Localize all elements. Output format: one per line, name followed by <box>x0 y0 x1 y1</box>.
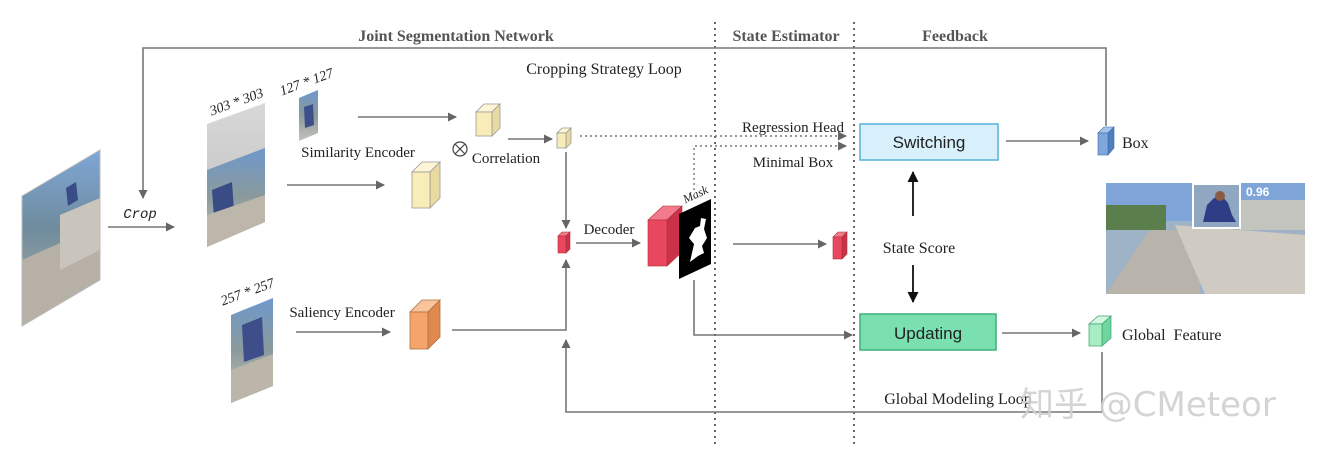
search-region-303-image <box>207 103 265 247</box>
saliency-to-decoder-line <box>452 259 571 331</box>
box-label: Box <box>1122 135 1149 152</box>
global-modeling-loop-line <box>561 339 1103 413</box>
cropping-loop-label: Cropping Strategy Loop <box>526 61 682 78</box>
mask-to-updating-line <box>693 280 853 340</box>
dim-127-label: 127 * 127 <box>278 66 337 100</box>
section-title-state-estimator: State Estimator <box>732 28 839 45</box>
minimal-box-label: Minimal Box <box>753 155 834 171</box>
section-title-feedback: Feedback <box>922 28 988 45</box>
decoder-output-block <box>647 205 683 267</box>
updating-label: Updating <box>894 324 962 343</box>
correlation-otimes-icon <box>452 141 468 157</box>
saliency-feature-block <box>409 299 441 350</box>
switching-button[interactable]: Switching <box>859 123 999 161</box>
section-title-joint-segmentation: Joint Segmentation Network <box>358 28 554 45</box>
saliency-257-image <box>231 298 273 403</box>
crop-label: Crop <box>123 207 157 223</box>
saliency-encoder-label: Saliency Encoder <box>289 305 394 321</box>
global-modeling-loop-label: Global Modeling Loop <box>884 391 1032 408</box>
input-frame-image <box>21 149 101 327</box>
state-feature-block <box>832 231 848 260</box>
correlation-label: Correlation <box>472 151 541 167</box>
switching-label: Switching <box>893 133 966 152</box>
global-feature-label: Global Feature <box>1122 327 1222 344</box>
global-feature-block <box>1088 315 1112 347</box>
correlation-feature-block <box>556 127 572 149</box>
watermark-text: 知乎 @CMeteor <box>1020 385 1276 425</box>
updating-button[interactable]: Updating <box>859 313 997 351</box>
search-feature-block <box>411 161 441 209</box>
result-frame-image: 0.96 <box>1106 183 1305 294</box>
box-output-block <box>1097 126 1115 156</box>
score-value: 0.96 <box>1246 185 1270 199</box>
minimal-box-line <box>693 141 847 190</box>
template-127-image <box>299 90 318 141</box>
cropping-loop-line <box>138 47 1107 199</box>
fused-feature-block <box>557 231 571 254</box>
similarity-encoder-label: Similarity Encoder <box>301 145 415 161</box>
decoder-label: Decoder <box>584 222 635 238</box>
regression-head-label: Regression Head <box>742 120 845 136</box>
template-feature-block <box>475 103 501 137</box>
state-score-label: State Score <box>883 240 955 257</box>
mask-silhouette-icon <box>679 199 711 279</box>
